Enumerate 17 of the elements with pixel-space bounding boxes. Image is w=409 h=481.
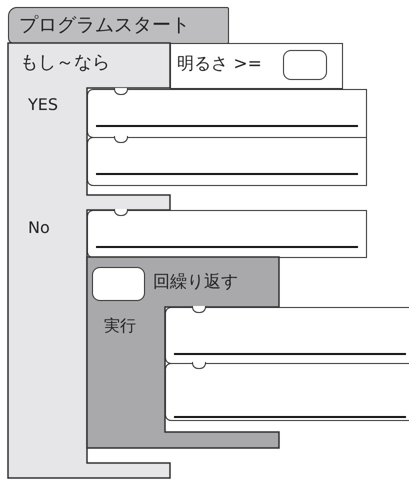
block-label: YES — [28, 96, 58, 114]
input-field — [92, 267, 145, 301]
block-label: 明るさ >= — [177, 55, 262, 74]
code-block — [165, 307, 409, 364]
block-label: プログラムスタート — [19, 15, 190, 36]
code-block — [87, 89, 367, 138]
if-block — [8, 43, 171, 479]
start-block — [8, 7, 229, 44]
block-label: 実行 — [104, 317, 136, 335]
code-block — [87, 137, 367, 186]
code-block — [165, 363, 409, 421]
block-label: もし～なら — [20, 53, 110, 73]
condition-block — [170, 43, 343, 89]
block-label: 回繰り返す — [153, 273, 238, 292]
code-block — [87, 210, 367, 258]
block-label: No — [28, 219, 50, 237]
input-field — [283, 50, 327, 80]
